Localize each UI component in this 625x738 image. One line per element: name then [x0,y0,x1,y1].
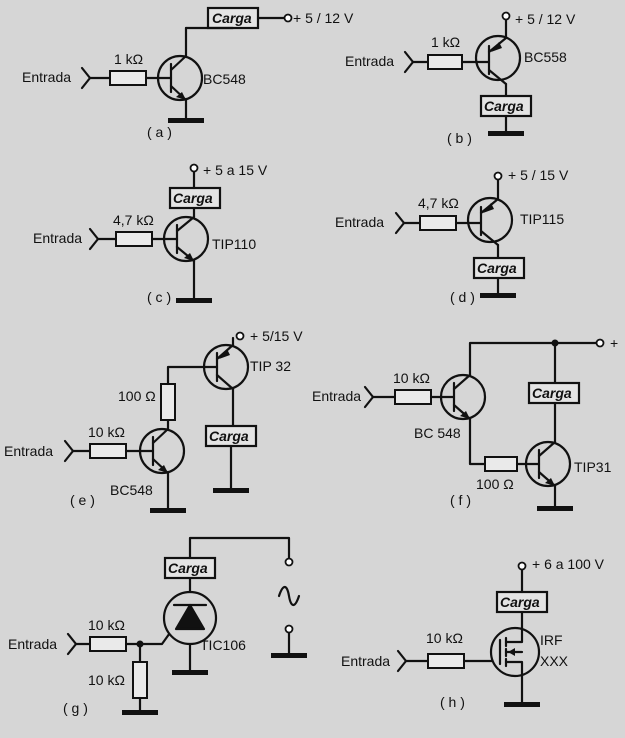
resistor-gnd-g [132,661,148,699]
supply-label-h: + 6 a 100 V [532,556,605,572]
input-arrow-d [394,211,406,235]
resistor-base-label-e: 10 kΩ [88,424,125,440]
ac-source-icon [277,585,301,607]
resistor-in-g [89,636,127,652]
caption-h: ( h ) [440,694,465,710]
resistor-base-e [89,443,127,459]
load-label-e: Carga [209,428,249,444]
resistor-a [109,70,147,86]
load-label-f: Carga [532,385,572,401]
transistor-tip115-d [466,196,514,244]
circuit-d: Entrada 4,7 kΩ TIP115 Carga + 5 / 15 V (… [335,167,569,305]
caption-b: ( b ) [447,130,472,146]
circuit-h: Entrada 10 kΩ IRF XXX Carga + 6 a 100 V … [341,556,605,710]
caption-a: ( a ) [147,124,172,140]
part-label-g: TIC106 [200,637,246,653]
caption-g: ( g ) [63,700,88,716]
circuit-a: Entrada 1 kΩ BC548 Carga + 5 / 12 V ( a … [22,6,354,140]
resistor-mid-label-e: 100 Ω [118,388,156,404]
input-label-h: Entrada [341,653,390,669]
supply-label-f: + [610,335,618,351]
resistor-h [427,653,465,669]
transistor-bc558-b [474,34,522,82]
resistor-c [115,231,153,247]
caption-d: ( d ) [450,289,475,305]
input-arrow-g [66,632,78,656]
part-label-line2-h: XXX [540,653,569,669]
part-driver-label-e: BC548 [110,482,153,498]
input-arrow-b [403,50,415,74]
resistor-label-b: 1 kΩ [431,34,460,50]
caption-e: ( e ) [70,492,95,508]
supply-label-c: + 5 a 15 V [203,162,268,178]
resistor-label-a: 1 kΩ [114,51,143,67]
part-label-b: BC558 [524,49,567,65]
circuit-f: Entrada 10 kΩ 100 Ω BC 548 TIP31 Carga +… [312,335,618,511]
resistor-gnd-label-g: 10 kΩ [88,672,125,688]
load-label-c: Carga [173,190,213,206]
load-label-h: Carga [500,594,540,610]
supply-label-a: + 5 / 12 V [293,10,354,26]
resistor-in-label-g: 10 kΩ [88,617,125,633]
circuit-c: Entrada 4,7 kΩ TIP110 Carga + 5 a 15 V (… [33,162,268,305]
input-arrow-f [363,385,375,409]
load-label-d: Carga [477,260,517,276]
resistor-b [427,54,463,70]
input-arrow-a [80,66,92,90]
input-arrow-h [396,649,408,673]
circuit-g: Entrada 10 kΩ 10 kΩ TIC106 Carga ( g ) [8,536,307,716]
load-label-b: Carga [484,98,524,114]
circuit-e: Entrada 10 kΩ 100 Ω BC548 TIP 32 Carga +… [4,328,303,513]
input-arrow-c [88,227,100,251]
resistor-base-f [394,389,432,405]
part-driver-label-f: BC 548 [414,425,461,441]
supply-label-e: + 5/15 V [250,328,303,344]
resistor-base-label-f: 10 kΩ [393,370,430,386]
part-power-label-e: TIP 32 [250,358,291,374]
input-label-a: Entrada [22,69,71,85]
circuit-b: Entrada 1 kΩ BC558 Carga + 5 / 12 V ( b … [345,11,576,146]
part-label-c: TIP110 [212,236,256,252]
resistor-mid-f [484,456,518,472]
resistor-label-h: 10 kΩ [426,630,463,646]
resistor-mid-label-f: 100 Ω [476,476,514,492]
supply-label-b: + 5 / 12 V [515,11,576,27]
caption-c: ( c ) [147,289,171,305]
resistor-mid-e [160,383,176,421]
resistor-label-d: 4,7 kΩ [418,195,459,211]
input-label-g: Entrada [8,636,57,652]
part-label-d: TIP115 [520,211,564,227]
input-label-b: Entrada [345,53,394,69]
part-label-a: BC548 [203,71,246,87]
input-arrow-e [63,439,75,463]
load-label-a: Carga [212,10,252,26]
resistor-d [419,215,457,231]
input-label-f: Entrada [312,388,361,404]
input-label-d: Entrada [335,214,384,230]
input-label-c: Entrada [33,230,82,246]
supply-label-d: + 5 / 15 V [508,167,569,183]
caption-f: ( f ) [450,492,471,508]
part-label-line1-h: IRF [540,632,563,648]
part-power-label-f: TIP31 [574,459,612,475]
resistor-label-c: 4,7 kΩ [113,212,154,228]
input-label-e: Entrada [4,443,53,459]
load-label-g: Carga [168,560,208,576]
